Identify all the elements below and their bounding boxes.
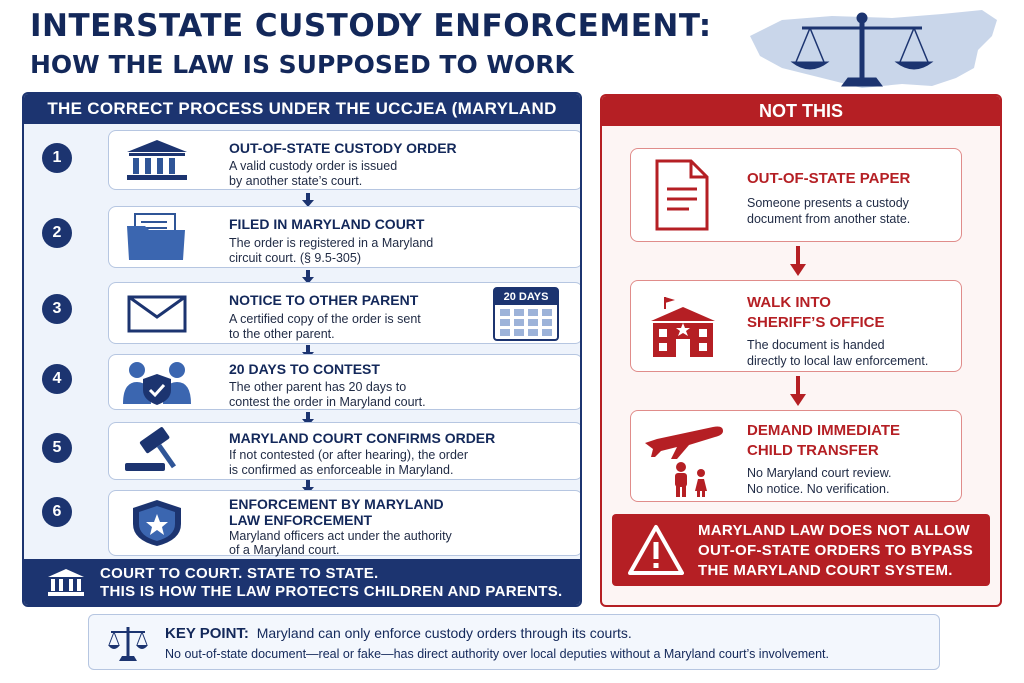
step-3-desc-2: to the other parent. bbox=[229, 327, 335, 341]
step-number-4: 4 bbox=[42, 364, 72, 394]
step-1-desc-2: by another state’s court. bbox=[229, 174, 363, 188]
step-5-desc-2: is confirmed as enforceable in Maryland. bbox=[229, 463, 454, 477]
warning-triangle-icon bbox=[628, 525, 684, 575]
courthouse-icon bbox=[48, 569, 84, 596]
red-item-3-card: DEMAND IMMEDIATE CHILD TRANSFER No Maryl… bbox=[630, 410, 962, 502]
red-item-2-desc-1: The document is handed bbox=[747, 338, 885, 352]
red-item-1-card: OUT-OF-STATE PAPER Someone presents a cu… bbox=[630, 148, 962, 242]
step-number-5: 5 bbox=[42, 433, 72, 463]
step-4-card: 20 DAYS TO CONTEST The other parent has … bbox=[108, 354, 580, 410]
warning-line-1: MARYLAND LAW DOES NOT ALLOW bbox=[698, 522, 970, 539]
step-3-desc-1: A certified copy of the order is sent bbox=[229, 312, 421, 326]
calendar-icon: 20 DAYS bbox=[493, 287, 559, 341]
step-4-title: 20 DAYS TO CONTEST bbox=[229, 361, 380, 377]
step-2-desc-1: The order is registered in a Maryland bbox=[229, 236, 434, 250]
red-item-3-title-2: CHILD TRANSFER bbox=[747, 442, 879, 459]
not-this-heading: NOT THIS bbox=[602, 96, 1000, 126]
step-6-desc-1: Maryland officers act under the authorit… bbox=[229, 529, 452, 543]
step-number-3: 3 bbox=[42, 294, 72, 324]
correct-process-heading: THE CORRECT PROCESS UNDER THE UCCJEA (MA… bbox=[24, 94, 580, 148]
folder-icon bbox=[127, 213, 185, 260]
red-item-2-desc-2: directly to local law enforcement. bbox=[747, 354, 929, 368]
red-item-1-title: OUT-OF-STATE PAPER bbox=[747, 170, 911, 187]
key-point-line: KEY POINT: Maryland can only enforce cus… bbox=[165, 625, 632, 642]
calendar-badge: 20 DAYS bbox=[495, 289, 557, 305]
left-footer: COURT TO COURT. STATE TO STATE. THIS IS … bbox=[24, 559, 580, 605]
red-item-3-title-1: DEMAND IMMEDIATE bbox=[747, 422, 901, 439]
badge-star-icon bbox=[133, 500, 181, 546]
people-shield-icon bbox=[123, 362, 191, 405]
red-item-1-desc-1: Someone presents a custody bbox=[747, 196, 909, 210]
sheriff-office-icon bbox=[651, 297, 715, 357]
document-icon bbox=[655, 159, 709, 231]
key-point-detail: No out-of-state document—real or fake—ha… bbox=[165, 647, 829, 661]
step-1-title: OUT-OF-STATE CUSTODY ORDER bbox=[229, 140, 457, 156]
step-2-card: FILED IN MARYLAND COURT The order is reg… bbox=[108, 206, 580, 268]
step-2-title: FILED IN MARYLAND COURT bbox=[229, 216, 425, 232]
step-5-card: MARYLAND COURT CONFIRMS ORDER If not con… bbox=[108, 422, 580, 480]
red-arrow-down-icon bbox=[790, 376, 806, 406]
page-subtitle: HOW THE LAW IS SUPPOSED TO WORK bbox=[30, 50, 574, 79]
step-5-desc-1: If not contested (or after hearing), the… bbox=[229, 448, 469, 462]
scales-icon bbox=[108, 627, 148, 661]
envelope-icon bbox=[127, 295, 187, 333]
red-item-1-desc-2: document from another state. bbox=[747, 212, 911, 226]
red-item-3-desc-1: No Maryland court review. bbox=[747, 466, 892, 480]
red-item-2-title-1: WALK INTO bbox=[747, 294, 831, 311]
step-4-desc-1: The other parent has 20 days to bbox=[229, 380, 407, 394]
us-map-scales-icon bbox=[750, 10, 997, 88]
step-6-title-2: LAW ENFORCEMENT bbox=[229, 512, 373, 528]
arrow-down-icon bbox=[302, 270, 314, 284]
step-4-desc-2: contest the order in Maryland court. bbox=[229, 395, 426, 409]
step-6-title-1: ENFORCEMENT BY MARYLAND bbox=[229, 496, 444, 512]
warning-line-3: THE MARYLAND COURT SYSTEM. bbox=[698, 562, 953, 579]
step-1-desc-1: A valid custody order is issued bbox=[229, 159, 398, 173]
step-number-2: 2 bbox=[42, 218, 72, 248]
footer-line-1: COURT TO COURT. STATE TO STATE. bbox=[100, 565, 379, 582]
calendar-grid-icon bbox=[500, 309, 552, 336]
red-item-2-card: WALK INTO SHERIFF’S OFFICE The document … bbox=[630, 280, 962, 372]
gavel-icon bbox=[125, 427, 177, 471]
step-number-6: 6 bbox=[42, 497, 72, 527]
correct-process-panel: THE CORRECT PROCESS UNDER THE UCCJEA (MA… bbox=[22, 92, 582, 607]
key-point-box: KEY POINT: Maryland can only enforce cus… bbox=[88, 614, 940, 670]
page-title: INTERSTATE CUSTODY ENFORCEMENT: bbox=[30, 8, 712, 44]
not-this-panel: NOT THIS OUT-OF-STATE PAPER Someone pres… bbox=[600, 94, 1002, 607]
courthouse-icon bbox=[127, 140, 187, 180]
plane-family-icon bbox=[645, 426, 723, 497]
step-1-card: OUT-OF-STATE CUSTODY ORDER A valid custo… bbox=[108, 130, 580, 190]
red-item-2-title-2: SHERIFF’S OFFICE bbox=[747, 314, 885, 331]
key-point-label: KEY POINT: bbox=[165, 625, 249, 642]
step-2-desc-2: circuit court. (§ 9.5-305) bbox=[229, 251, 361, 265]
arrow-down-icon bbox=[302, 193, 314, 207]
red-item-3-desc-2: No notice. No verification. bbox=[747, 482, 890, 496]
key-point-text: Maryland can only enforce custody orders… bbox=[256, 625, 632, 641]
step-6-card: ENFORCEMENT BY MARYLAND LAW ENFORCEMENT … bbox=[108, 490, 580, 557]
footer-line-2: THIS IS HOW THE LAW PROTECTS CHILDREN AN… bbox=[100, 583, 563, 600]
step-number-1: 1 bbox=[42, 143, 72, 173]
red-arrow-down-icon bbox=[790, 246, 806, 276]
step-5-title: MARYLAND COURT CONFIRMS ORDER bbox=[229, 430, 496, 446]
step-6-desc-2: of a Maryland court. bbox=[229, 543, 340, 557]
warning-line-2: OUT-OF-STATE ORDERS TO BYPASS bbox=[698, 542, 974, 559]
step-3-card: NOTICE TO OTHER PARENT A certified copy … bbox=[108, 282, 580, 344]
warning-banner: MARYLAND LAW DOES NOT ALLOW OUT-OF-STATE… bbox=[612, 514, 990, 586]
step-3-title: NOTICE TO OTHER PARENT bbox=[229, 292, 419, 308]
